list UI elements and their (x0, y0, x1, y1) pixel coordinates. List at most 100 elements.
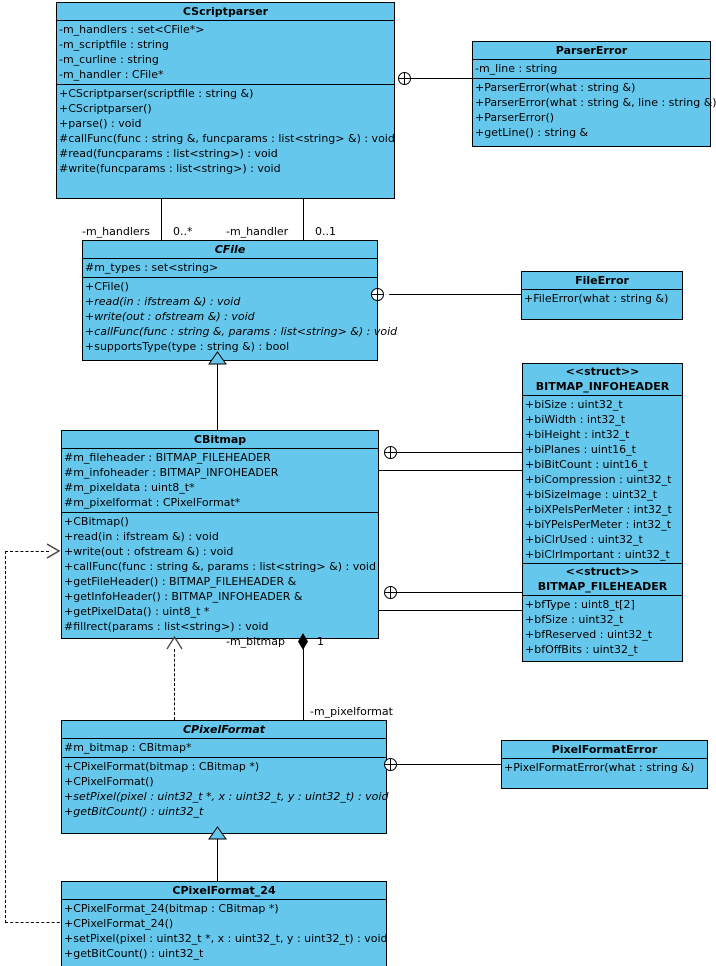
operations-cpixelformat-24: +CPixelFormat_24(bitmap : CBitmap *) +CP… (62, 900, 388, 966)
attribute-row: +biSizeImage : uint32_t (525, 488, 658, 501)
class-title-parsererror: ParserError (473, 42, 710, 60)
operations-cfile: +CFile() +read(in : ifstream &) : void +… (83, 278, 398, 360)
nesting-icon-fileerror (371, 288, 384, 301)
operations-cbitmap: +CBitmap() +read(in : ifstream &) : void… (62, 513, 378, 638)
class-box-cpixelformat[interactable]: CPixelFormat #m_bitmap : CBitmap* +CPixe… (61, 720, 388, 834)
edge-label-m-handlers-mult: 0..* (173, 225, 193, 238)
attribute-row: +bfOffBits : uint32_t (525, 643, 638, 656)
edge-cbitmap-cfile-generalization (217, 363, 218, 431)
class-box-bitmap-fileheader[interactable]: <<struct>> BITMAP_FILEHEADER +bfType : u… (522, 563, 683, 662)
operation-row: #fillrect(params : list<string>) : void (64, 620, 269, 633)
operation-row: +CScriptparser() (59, 102, 152, 115)
edge-label-m-handlers-role: -m_handlers (82, 225, 150, 238)
edge-cscriptparser-cfile-handlers (161, 178, 162, 240)
class-title-cpixelformat: CPixelFormat (62, 721, 386, 739)
operation-row: +getBitCount() : uint32_t (64, 805, 204, 818)
operation-row: +getPixelData() : uint8_t * (64, 605, 210, 618)
attribute-row: #m_pixelformat : CPixelFormat* (64, 496, 241, 509)
generalization-arrowhead-cpixelformat-icon (208, 826, 227, 840)
struct-name-label: BITMAP_FILEHEADER (537, 580, 668, 593)
stereotype-label: <<struct>> (565, 365, 640, 378)
operation-row: +setPixel(pixel : uint32_t *, x : uint32… (64, 932, 388, 945)
operation-row: +ParserError() (475, 111, 555, 124)
operation-row: +supportsType(type : string &) : bool (85, 340, 290, 353)
operations-parsererror: +ParserError(what : string &) +ParserErr… (473, 79, 716, 146)
stereotype-label: <<struct>> (565, 565, 640, 578)
operation-row: #callFunc(func : string &, funcparams : … (59, 132, 395, 145)
operation-row: +getFileHeader() : BITMAP_FILEHEADER & (64, 575, 297, 588)
operations-cpixelformat: +CPixelFormat(bitmap : CBitmap *) +CPixe… (62, 758, 388, 833)
dependency-arrowhead-icon (46, 543, 61, 559)
attribute-row: +biXPelsPerMeter : int32_t (525, 503, 672, 516)
operation-row: +write(out : ofstream &) : void (64, 545, 234, 558)
nesting-icon-infoheader (384, 446, 397, 459)
attribute-row: -m_handlers : set<CFile*> (59, 23, 205, 36)
attributes-bitmap-fileheader: +bfType : uint8_t[2] +bfSize : uint32_t … (523, 596, 682, 661)
edge-cbitmap-infoheader-upper (391, 452, 522, 453)
operation-row: +read(in : ifstream &) : void (64, 530, 219, 543)
operation-row: +ParserError(what : string &, line : str… (475, 96, 716, 109)
edge-cpixelformat24-cpixelformat-generalization (217, 838, 218, 882)
operation-row: +parse() : void (59, 117, 142, 130)
edge-cbitmap-fileheader-lower (378, 610, 522, 611)
edge-cpixelformat-cbitmap-dependency-vert (174, 649, 175, 720)
edge-cbitmap-fileheader-upper (391, 592, 522, 593)
class-box-cbitmap[interactable]: CBitmap #m_fileheader : BITMAP_FILEHEADE… (61, 430, 379, 639)
class-box-bitmap-infoheader[interactable]: <<struct>> BITMAP_INFOHEADER +biSize : u… (522, 363, 683, 567)
nesting-icon-fileheader (384, 586, 397, 599)
operations-cscriptparser: +CScriptparser(scriptfile : string &) +C… (57, 85, 395, 198)
attribute-row: #m_types : set<string> (85, 261, 219, 274)
edge-label-m-bitmap-role: -m_bitmap (226, 635, 285, 648)
edge-label-m-handler-role: -m_handler (226, 225, 289, 238)
attribute-row: -m_curline : string (59, 53, 159, 66)
attribute-row: -m_handler : CFile* (59, 68, 164, 81)
operation-row: +CBitmap() (64, 515, 129, 528)
nesting-icon-pixelformaterror (384, 758, 397, 771)
operation-row: +CScriptparser(scriptfile : string &) (59, 87, 254, 100)
attribute-row: +bfSize : uint32_t (525, 613, 624, 626)
attribute-row: +biSize : uint32_t (525, 398, 623, 411)
attributes-cpixelformat: #m_bitmap : CBitmap* (62, 739, 386, 758)
operation-row: +CPixelFormat(bitmap : CBitmap *) (64, 760, 260, 773)
operation-row: +PixelFormatError(what : string &) (504, 761, 695, 774)
class-title-bitmap-infoheader: <<struct>> BITMAP_INFOHEADER (523, 364, 682, 396)
class-title-fileerror: FileError (522, 272, 682, 290)
class-box-pixelformaterror[interactable]: PixelFormatError +PixelFormatError(what … (501, 740, 708, 789)
attribute-row: +biBitCount : uint16_t (525, 458, 648, 471)
generalization-arrowhead-cfile-icon (208, 351, 227, 365)
class-box-cpixelformat-24[interactable]: CPixelFormat_24 +CPixelFormat_24(bitmap … (61, 881, 388, 966)
attributes-bitmap-infoheader: +biSize : uint32_t +biWidth : int32_t +b… (523, 396, 682, 566)
class-box-cfile[interactable]: CFile #m_types : set<string> +CFile() +r… (82, 240, 398, 361)
edge-cpixelformat-pixelformaterror (397, 764, 502, 765)
operation-row: +CPixelFormat_24(bitmap : CBitmap *) (64, 902, 279, 915)
attribute-row: +bfType : uint8_t[2] (525, 598, 635, 611)
operation-row: +FileError(what : string &) (524, 292, 669, 305)
operation-row: +CFile() (85, 280, 129, 293)
class-title-cscriptparser: CScriptparser (57, 3, 394, 21)
operation-row: +read(in : ifstream &) : void (85, 295, 241, 308)
attribute-row: #m_infoheader : BITMAP_INFOHEADER (64, 466, 279, 479)
edge-label-m-handler-mult: 0..1 (315, 225, 336, 238)
operation-row: +getBitCount() : uint32_t (64, 947, 204, 960)
edge-dep-top-horizontal (5, 551, 49, 552)
edge-cbitmap-infoheader-lower (378, 470, 522, 471)
attributes-cbitmap: #m_fileheader : BITMAP_FILEHEADER #m_inf… (62, 449, 378, 513)
attribute-row: -m_line : string (475, 62, 558, 75)
attribute-row: +biPlanes : uint16_t (525, 443, 636, 456)
edge-label-m-bitmap-mult: 1 (317, 635, 324, 648)
operation-row: #read(funcparams : list<string>) : void (59, 147, 278, 160)
operation-row: +callFunc(func : string &, params : list… (85, 325, 398, 338)
edge-dep-left-vertical (5, 551, 6, 923)
class-box-cscriptparser[interactable]: CScriptparser -m_handlers : set<CFile*> … (56, 2, 395, 199)
attribute-row: +biHeight : int32_t (525, 428, 630, 441)
class-title-cfile: CFile (83, 241, 377, 259)
struct-name-label: BITMAP_INFOHEADER (535, 380, 670, 393)
class-box-parsererror[interactable]: ParserError -m_line : string +ParserErro… (472, 41, 716, 147)
edge-cbitmap-cpixelformat-composition (303, 634, 304, 720)
composition-diamond-icon (298, 633, 308, 650)
operation-row: +ParserError(what : string &) (475, 81, 636, 94)
operation-row: +CPixelFormat() (64, 775, 154, 788)
class-box-fileerror[interactable]: FileError +FileError(what : string &) (521, 271, 683, 320)
attribute-row: -m_scriptfile : string (59, 38, 169, 51)
